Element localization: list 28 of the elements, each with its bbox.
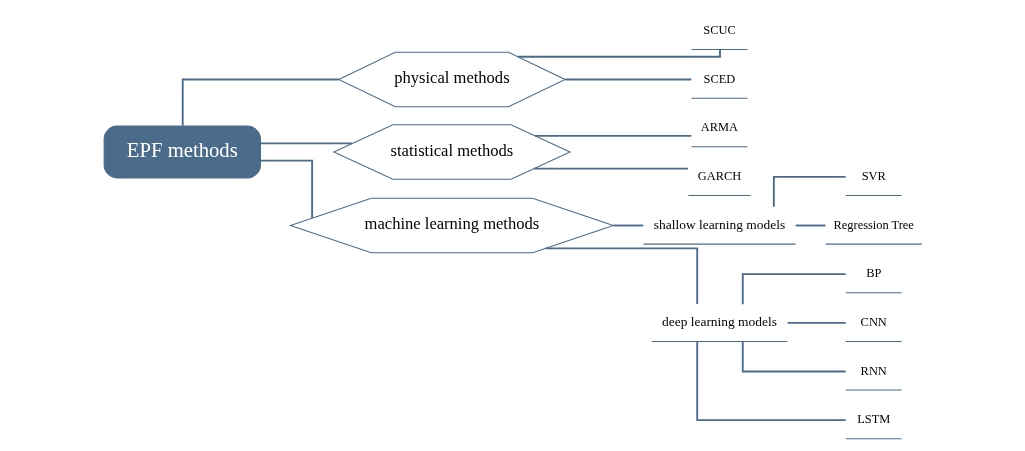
node-text: CNN (860, 315, 887, 330)
node-text: GARCH (697, 169, 741, 184)
connector (516, 48, 721, 58)
connector (259, 159, 313, 219)
node-text: LSTM (856, 412, 890, 427)
connector (532, 167, 689, 170)
connector (772, 175, 847, 208)
node-text: SCED (703, 71, 735, 86)
connector (563, 78, 692, 81)
node-text: SVR (861, 169, 886, 184)
connector (695, 340, 847, 422)
node-text: ARMA (700, 120, 738, 135)
connector (786, 321, 847, 324)
node-text: RNN (860, 363, 887, 378)
connector (533, 134, 692, 137)
node-box: EPF methods (103, 125, 261, 179)
connector (794, 224, 826, 227)
node-text: SCUC (702, 23, 736, 38)
node-text: deep learning models (661, 314, 777, 330)
connector (259, 142, 353, 145)
node-text: BP (865, 266, 881, 281)
node-text: Regression Tree (833, 217, 914, 232)
connector (181, 78, 339, 127)
connector (544, 247, 698, 305)
connector (741, 340, 847, 373)
connector (611, 224, 644, 227)
node-text: shallow learning models (653, 217, 785, 233)
connector (741, 273, 847, 306)
